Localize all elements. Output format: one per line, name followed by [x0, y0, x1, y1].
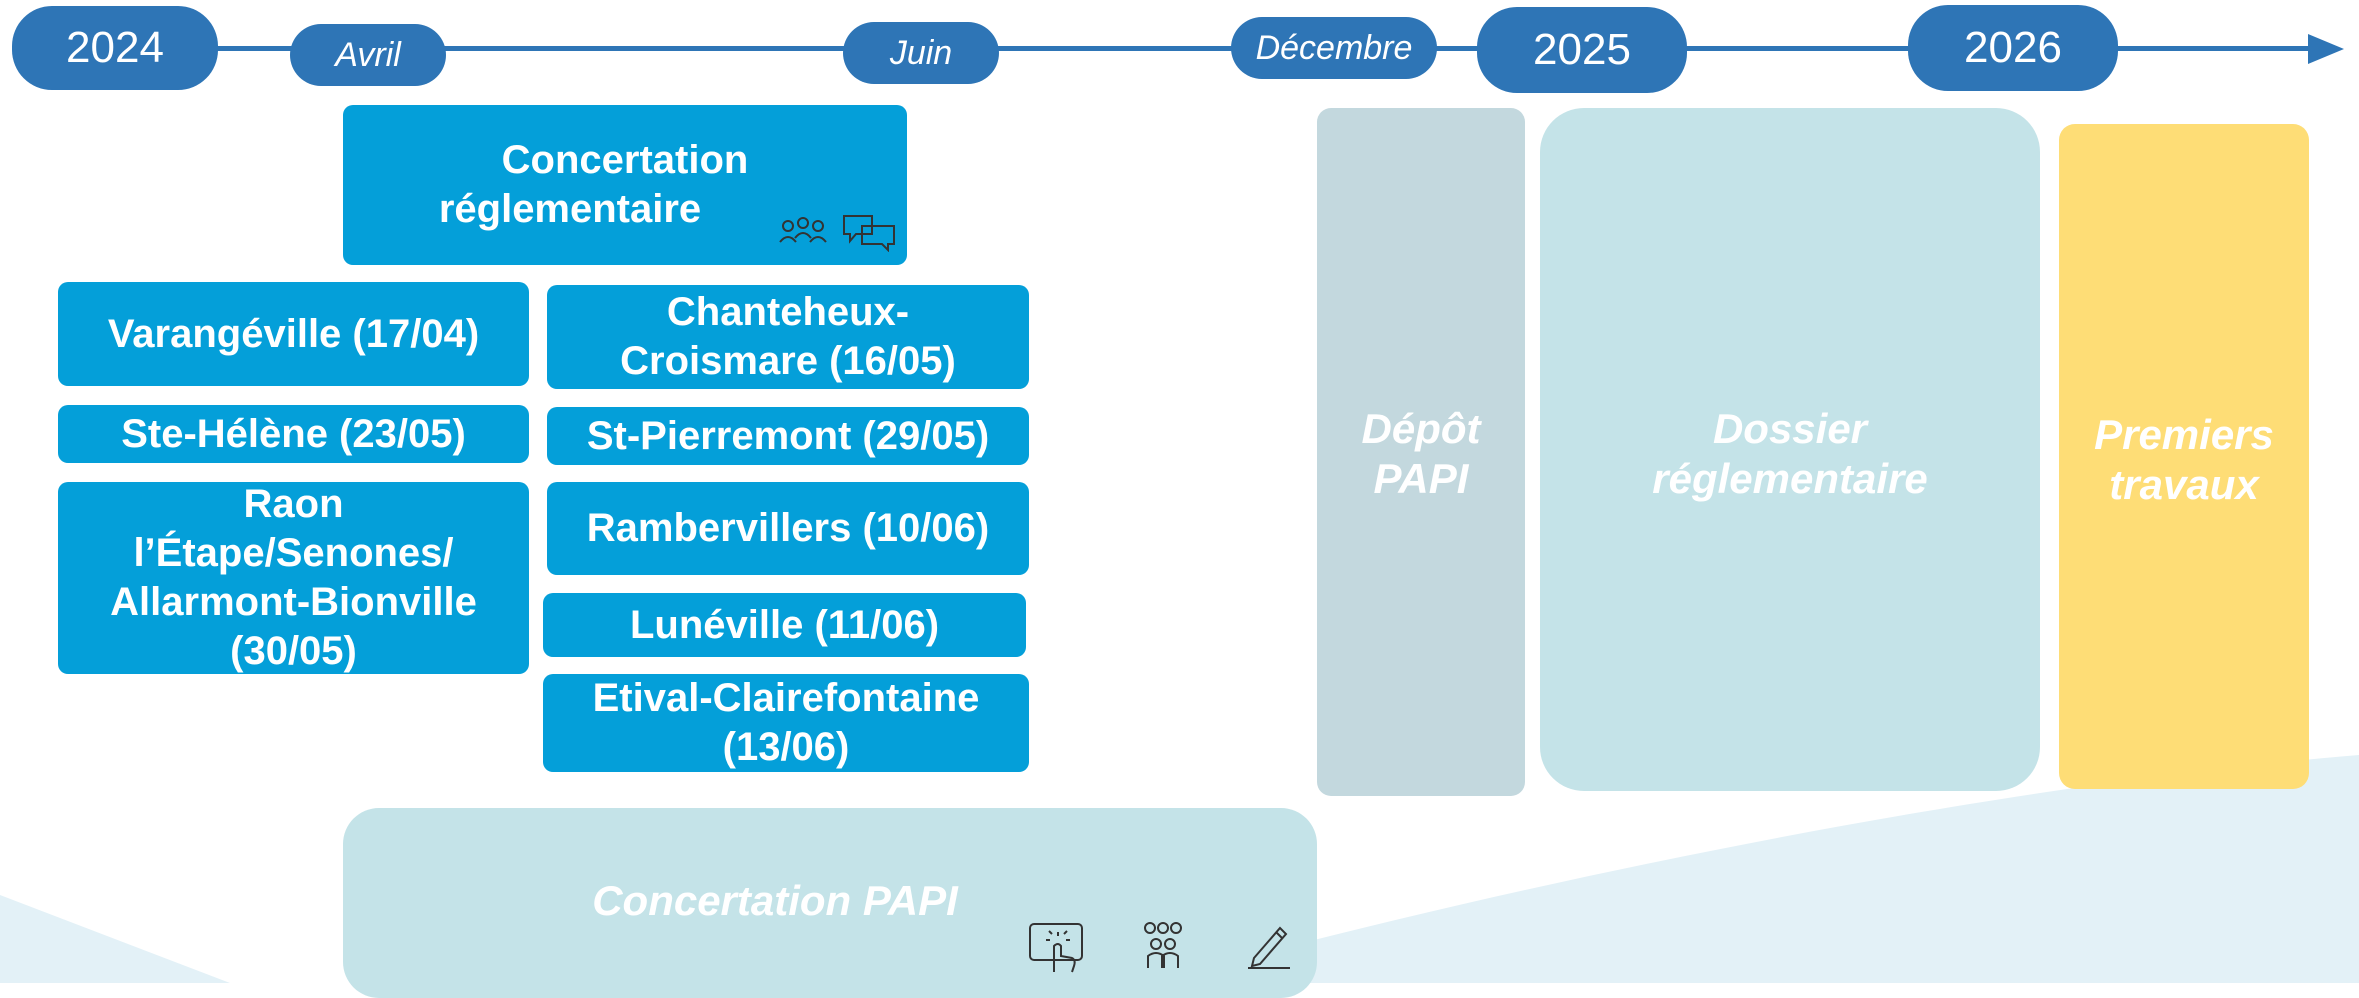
- concertation-reglementaire-line1: Concertation: [501, 138, 749, 183]
- meeting-varangeville: Varangéville (17/04): [58, 282, 529, 386]
- people-icon: [778, 216, 828, 248]
- year-2024: 2024: [12, 6, 218, 90]
- year-2026: 2026: [1908, 5, 2118, 91]
- meeting-st-pierremont: St-Pierremont (29/05): [547, 407, 1029, 465]
- group-icon: [1138, 920, 1188, 970]
- month-juin: Juin: [843, 22, 999, 84]
- touch-tablet-icon: [1028, 922, 1086, 974]
- meeting-raon-etape: Raon l’Étape/Senones/ Allarmont-Bionvill…: [58, 482, 529, 674]
- meeting-rambervillers: Rambervillers (10/06): [547, 482, 1029, 575]
- month-avril: Avril: [290, 24, 446, 86]
- month-decembre: Décembre: [1231, 17, 1437, 79]
- meeting-luneville: Lunéville (11/06): [543, 593, 1026, 657]
- meeting-ste-helene: Ste-Hélène (23/05): [58, 405, 529, 463]
- year-2025: 2025: [1477, 7, 1687, 93]
- concertation-papi-label: Concertation PAPI: [592, 877, 958, 924]
- depot-papi-box: Dépôt PAPI: [1317, 108, 1525, 796]
- dossier-reglementaire-box: Dossier réglementaire: [1540, 108, 2040, 791]
- concertation-reglementaire-line2: réglementaire: [438, 187, 702, 231]
- premiers-travaux-box: Premiers travaux: [2059, 124, 2309, 789]
- concertation-papi-box: Concertation PAPI: [343, 808, 1317, 998]
- chat-bubbles-icon: [842, 214, 896, 252]
- meeting-chanteheux: Chanteheux-Croismare (16/05): [547, 285, 1029, 389]
- timeline-arrow-icon: [2308, 34, 2344, 64]
- meeting-etival: Etival-Clairefontaine (13/06): [543, 674, 1029, 772]
- pen-icon: [1246, 922, 1292, 970]
